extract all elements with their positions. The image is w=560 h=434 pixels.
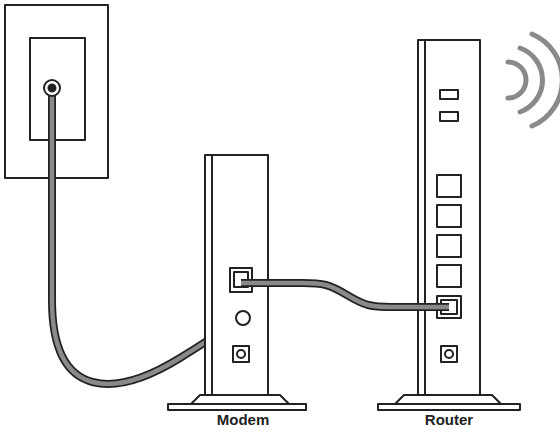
modem-coax-port <box>236 311 250 325</box>
device-label: Router <box>422 411 476 432</box>
router-edge <box>424 40 426 395</box>
coax-outlet <box>44 80 60 96</box>
ethernet-cable-outline <box>404 303 449 311</box>
router-device: Router <box>404 35 494 432</box>
ethernet-cable-outline <box>241 279 290 287</box>
router-lan-port <box>437 175 461 197</box>
router-usb-port <box>440 90 458 99</box>
modem-stand-base <box>168 404 306 410</box>
router-lan-port <box>437 235 461 257</box>
wifi-wave <box>520 48 543 112</box>
wall-plate-inset <box>30 38 85 140</box>
router-power-hole <box>445 350 453 358</box>
device-label: Modem <box>214 411 273 432</box>
ethernet-cable-outline <box>290 283 404 307</box>
coax-outlet-pin <box>49 85 56 92</box>
ethernet-cable <box>404 305 449 310</box>
wifi-wave <box>532 34 560 126</box>
modem-body <box>205 155 268 395</box>
router-lan-port <box>437 205 461 227</box>
wifi-wave <box>508 62 526 98</box>
wall-plate <box>5 5 108 178</box>
router-power-jack <box>441 346 457 362</box>
modem-device: Modem <box>196 150 290 432</box>
ethernet-cable <box>290 283 404 307</box>
router-lan-port <box>437 265 461 287</box>
ethernet-cable <box>241 281 290 286</box>
router-body <box>418 40 480 395</box>
modem-power-hole <box>237 350 245 358</box>
modem-power-jack <box>233 346 249 362</box>
modem-edge <box>211 155 213 395</box>
router-usb-port <box>440 112 458 121</box>
router-stand-base <box>378 404 520 410</box>
